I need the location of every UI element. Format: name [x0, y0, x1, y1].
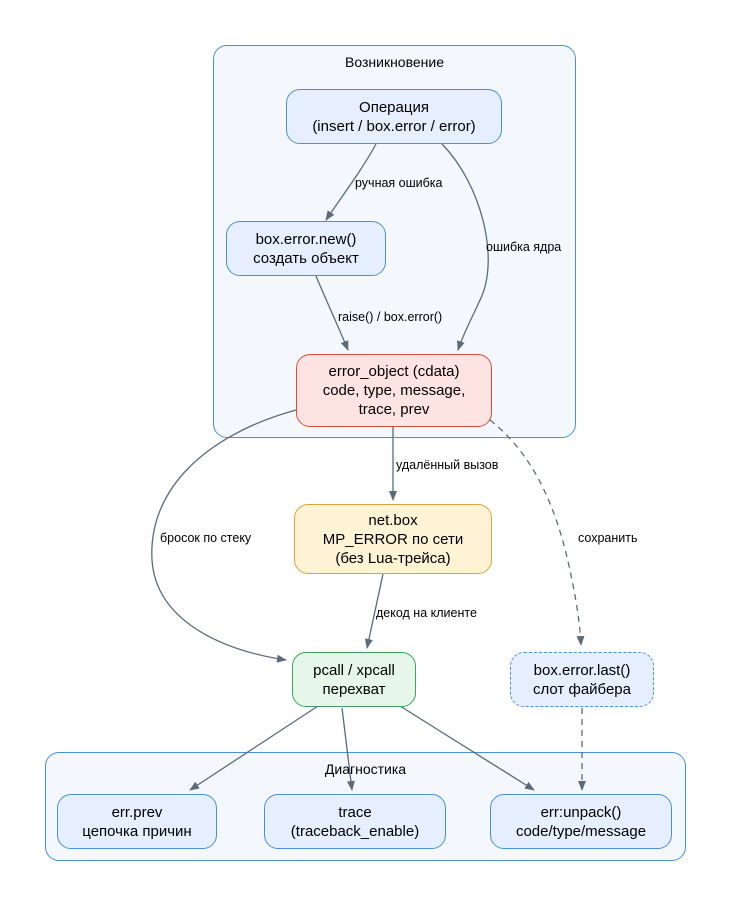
- node-trace: trace (traceback_enable): [264, 794, 446, 849]
- edge-pcall-to-trace: [341, 707, 355, 791]
- edge-label-kernel: ошибка ядра: [486, 240, 562, 254]
- node-error-new: box.error.new() создать объект: [226, 221, 386, 276]
- node-operation: Операция (insert / box.error / error): [286, 89, 502, 144]
- edge-label-decode: декод на клиенте: [376, 606, 477, 620]
- node-trace-line1: trace: [338, 803, 372, 821]
- node-unpack-line2: code/type/message: [515, 822, 647, 840]
- node-last-line1: box.error.last(): [533, 661, 631, 679]
- node-error-object-line1: error_object (cdata): [328, 363, 460, 380]
- edge-operation-to-object: [441, 143, 489, 351]
- node-pcall: pcall / xpcall перехват: [292, 652, 416, 707]
- cluster-diagnostics-title: Диагностика: [324, 761, 407, 777]
- edge-label-remote: удалённый вызов: [396, 458, 499, 472]
- node-pcall-line1: pcall / xpcall: [313, 661, 395, 679]
- node-operation-line2: (insert / box.error / error): [312, 117, 476, 135]
- node-error-object-line3: trace, prev: [358, 401, 430, 418]
- node-last-line2: слот файбера: [533, 680, 631, 698]
- node-error-new-line2: создать объект: [253, 249, 359, 267]
- edge-pcall-to-unpack: [399, 705, 535, 791]
- edge-netbox-to-pcall: [364, 573, 384, 649]
- edge-label-raise: raise() / box.error(): [338, 310, 443, 324]
- node-netbox-line3: (без Lua-трейса): [335, 549, 451, 567]
- edge-label-stack: бросок по стеку: [160, 531, 252, 545]
- node-operation-line1: Операция: [359, 98, 429, 116]
- node-pcall-line2: перехват: [322, 680, 386, 698]
- node-prev-line1: err.prev: [111, 803, 163, 821]
- edge-label-save: сохранить: [578, 531, 638, 545]
- node-box-error-last: box.error.last() слот файбера: [510, 652, 654, 707]
- node-netbox-line2: MP_ERROR по сети: [322, 530, 464, 548]
- edge-operation-to-new: [325, 143, 377, 221]
- node-err-unpack: err:unpack() code/type/message: [490, 794, 672, 849]
- node-error-object: error_object (cdata) code, type, message…: [296, 354, 492, 427]
- node-error-object-line2: code, type, message,: [322, 382, 466, 399]
- node-trace-line2: (traceback_enable): [290, 822, 420, 840]
- node-prev-line2: цепочка причин: [82, 822, 192, 840]
- edge-object-to-last: [489, 419, 585, 646]
- edge-pcall-to-prev: [189, 705, 319, 791]
- edge-object-to-pcall: [151, 409, 297, 663]
- edge-label-manual: ручная ошибка: [355, 176, 443, 190]
- node-error-new-line1: box.error.new(): [255, 230, 357, 248]
- node-err-prev: err.prev цепочка причин: [57, 794, 217, 849]
- node-unpack-line1: err:unpack(): [540, 803, 622, 821]
- node-netbox-line1: net.box: [368, 511, 418, 529]
- node-netbox: net.box MP_ERROR по сети (без Lua-трейса…: [294, 504, 492, 574]
- cluster-origin-title: Возникновение: [345, 54, 444, 70]
- edge-new-to-object: [315, 275, 349, 351]
